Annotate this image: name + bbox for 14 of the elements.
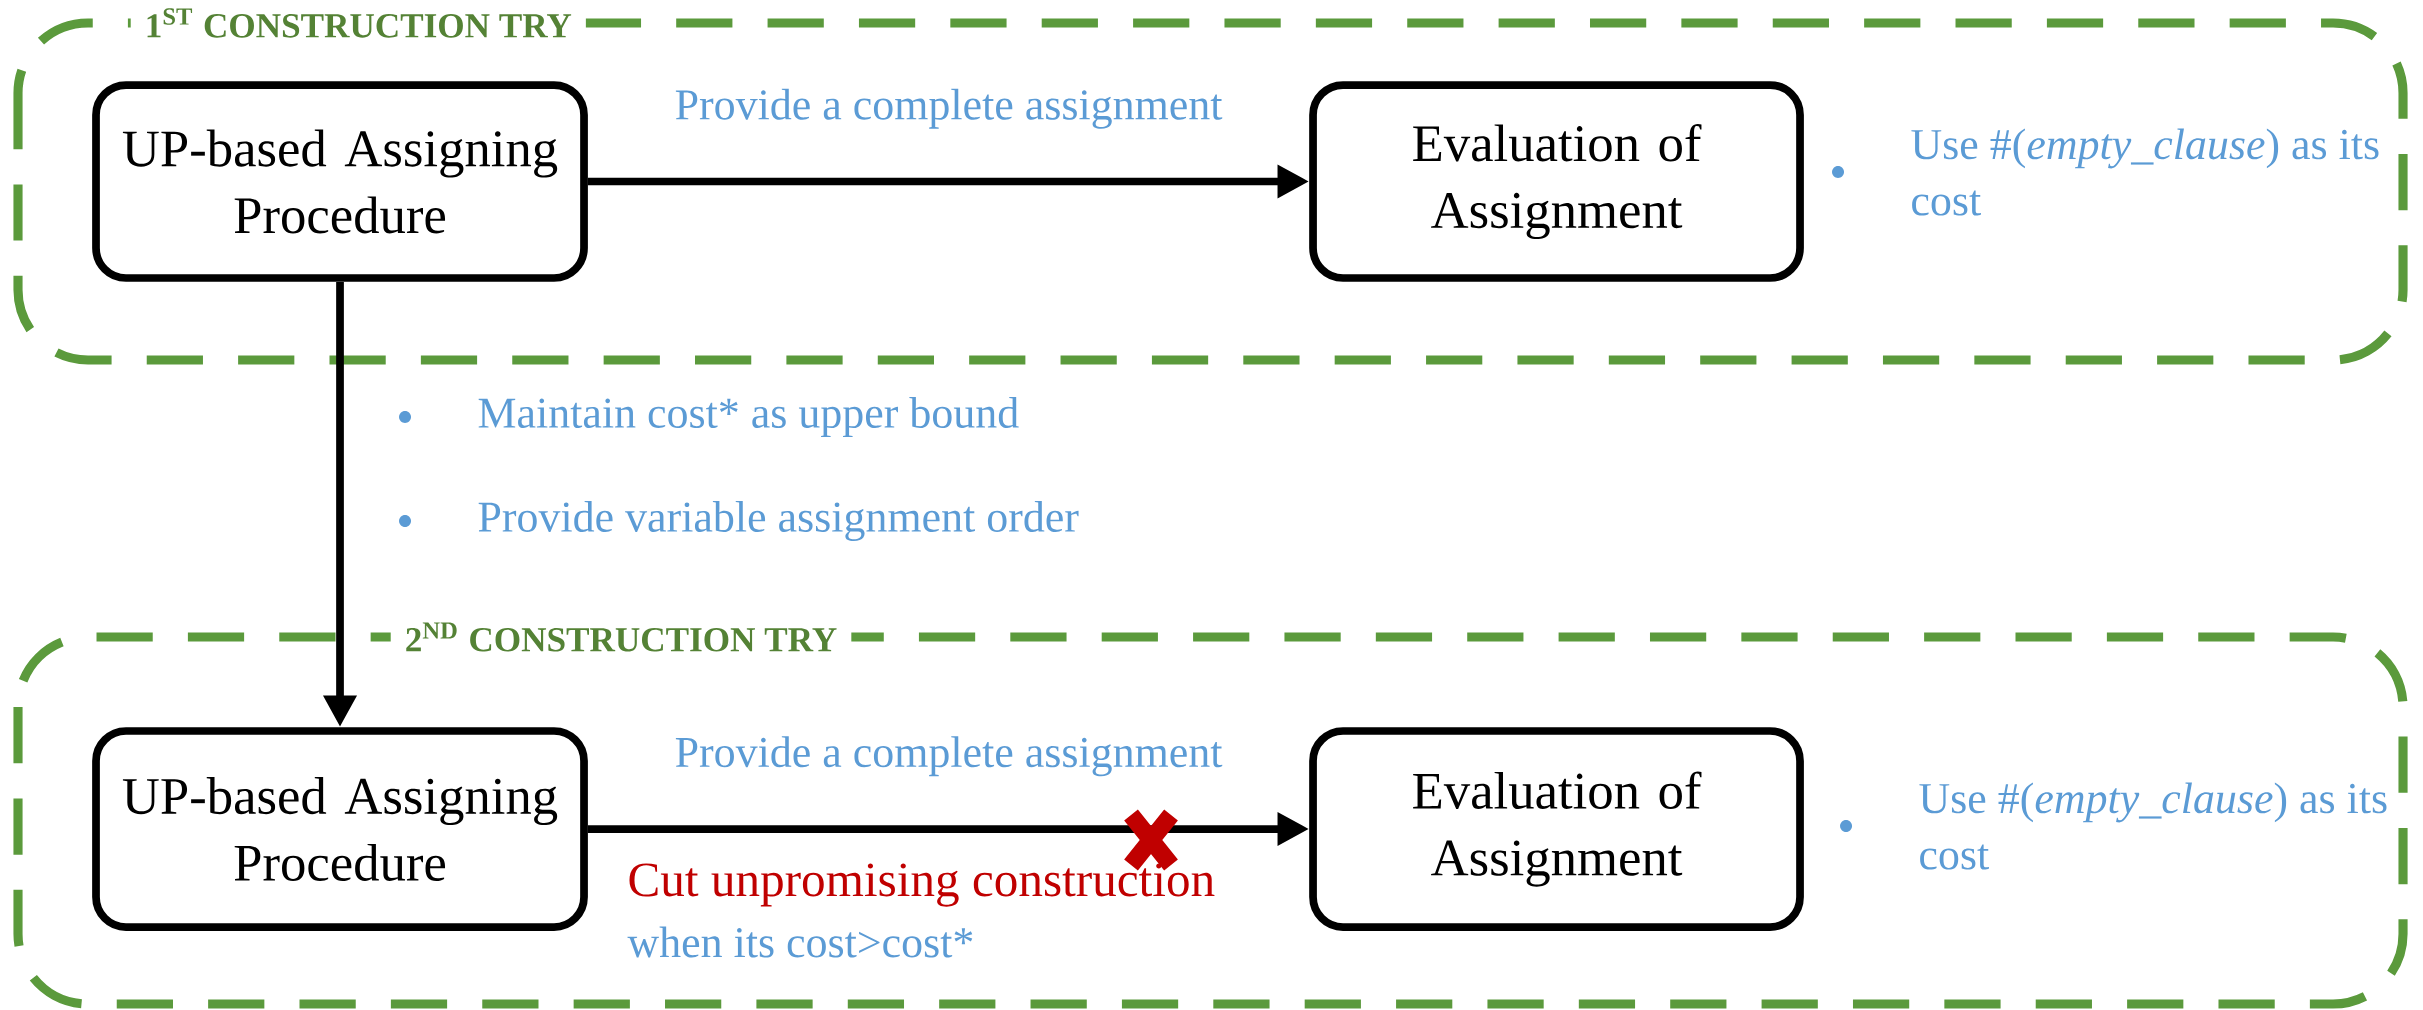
- process-box: Evaluation of Assignment: [1309, 727, 1804, 931]
- note-text: Cut unpromising construction: [629, 863, 1215, 907]
- bullet-text: Use #(empty_clause) as its cost: [1911, 128, 2379, 216]
- edge-label: Provide a complete assignment: [675, 736, 1223, 777]
- edge-label: Provide a complete assignment: [675, 88, 1223, 129]
- process-box: UP-based Assigning Procedure: [92, 727, 588, 931]
- note-text: when its cost>cost*: [627, 926, 973, 958]
- node-label: ND: [422, 622, 457, 639]
- bullet-text: Provide variable assignment order: [478, 501, 1079, 541]
- bullet-text: Use #(empty_clause) as its cost: [1919, 782, 2387, 870]
- bullet-text: Maintain cost* as upper bound: [478, 397, 1019, 437]
- process-box: UP-based Assigning Procedure: [92, 81, 588, 282]
- node-label: ST: [163, 8, 193, 25]
- process-box: Evaluation of Assignment: [1309, 81, 1804, 282]
